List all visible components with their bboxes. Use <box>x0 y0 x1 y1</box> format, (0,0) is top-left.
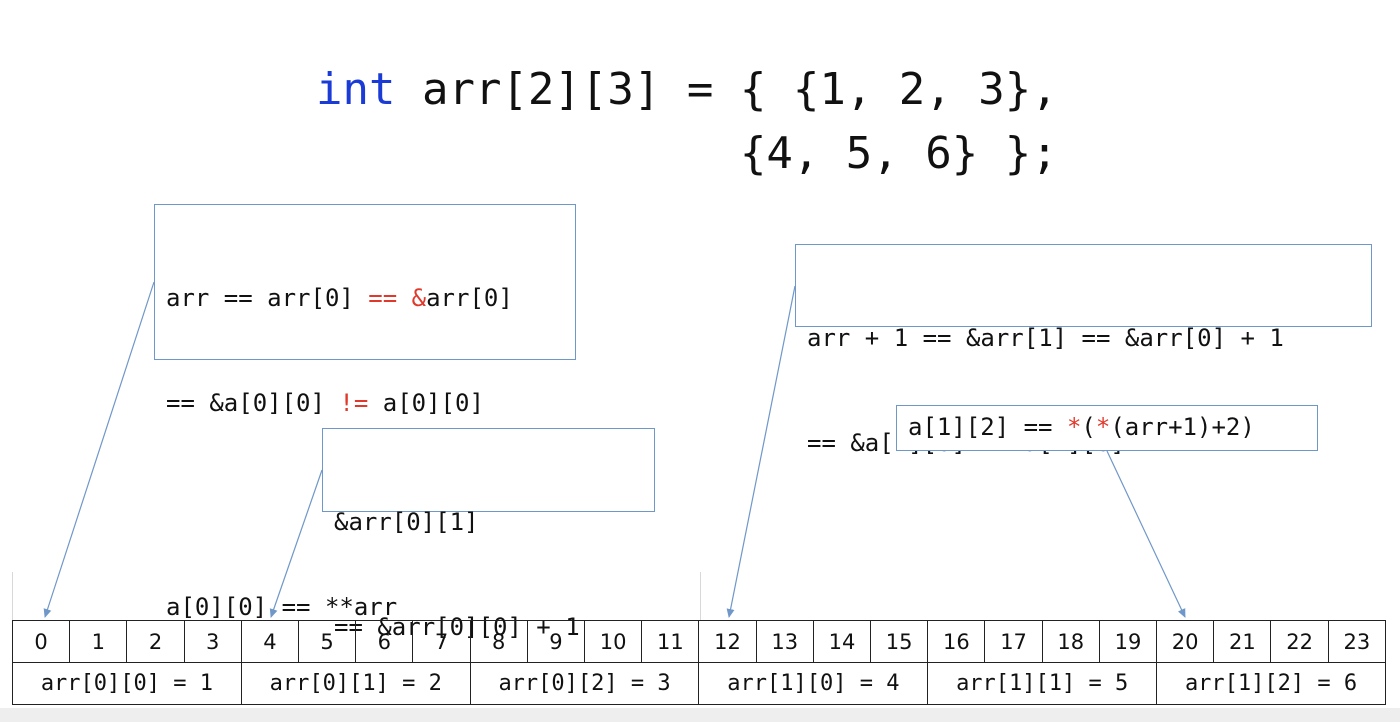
arrow-box2-to-4 <box>269 469 323 618</box>
element-cell: arr[0][2] = 3 <box>469 662 700 705</box>
arrow-box4-to-20 <box>1106 450 1186 618</box>
box1-line-1-a: arr == arr[0] <box>166 284 369 312</box>
box2-line-1: &arr[0][1] <box>334 508 479 536</box>
element-cell: arr[0][0] = 1 <box>12 662 242 705</box>
address-cell: 21 <box>1213 620 1272 663</box>
bottom-bar <box>0 708 1400 722</box>
arr-equivalence-box: arr == arr[0] == &arr[0] == &a[0][0] != … <box>154 204 576 621</box>
address-cell: 22 <box>1270 620 1329 663</box>
address-cell: 10 <box>584 620 643 663</box>
declaration-line-2: {4, 5, 6} }; <box>739 128 1058 179</box>
element-cell: arr[1][0] = 4 <box>698 662 929 705</box>
box4-part-e: (arr+1)+2) <box>1110 413 1255 441</box>
address-cell: 20 <box>1156 620 1215 663</box>
address-cell: 9 <box>526 620 586 663</box>
address-cell: 18 <box>1041 620 1100 663</box>
address-cell: 5 <box>298 620 357 663</box>
address-cell: 8 <box>469 620 528 663</box>
address-cell: 12 <box>698 620 757 663</box>
address-cell: 15 <box>870 620 929 663</box>
address-cell: 6 <box>355 620 414 663</box>
address-cell: 7 <box>412 620 471 663</box>
middle-separator <box>700 572 701 620</box>
address-cell: 4 <box>240 620 300 663</box>
address-cell: 17 <box>984 620 1043 663</box>
address-cell: 19 <box>1098 620 1158 663</box>
address-cell: 13 <box>755 620 814 663</box>
box1-line-1-c: arr[0] <box>426 284 513 312</box>
box1-line-2-c: a[0][0] <box>368 389 484 417</box>
box4-part-a: a[1][2] == <box>908 413 1067 441</box>
element-cell: arr[1][2] = 6 <box>1156 662 1386 705</box>
box4-star-2: * <box>1095 413 1111 441</box>
element-cell: arr[1][1] = 5 <box>927 662 1158 705</box>
left-separator <box>12 572 13 620</box>
dereference-box: a[1][2] == *(*(arr+1)+2) <box>896 405 1318 451</box>
address-cell: 11 <box>641 620 700 663</box>
arrow-box3-to-12 <box>726 285 796 618</box>
address-cell: 3 <box>183 620 242 663</box>
address-cell: 16 <box>927 620 986 663</box>
box4-paren: ( <box>1081 413 1096 441</box>
box1-line-3: a[0][0] == **arr <box>166 593 398 621</box>
address-cell: 23 <box>1327 620 1387 663</box>
box1-line-2-red: != <box>339 389 369 417</box>
address-cell: 2 <box>126 620 185 663</box>
arrow-box1-to-0 <box>43 281 155 618</box>
int-keyword: int <box>316 64 396 115</box>
element-cell: arr[0][1] = 2 <box>240 662 471 705</box>
address-cell: 14 <box>812 620 872 663</box>
address-cell: 1 <box>69 620 128 663</box>
box1-line-2: == &a[0][0] != a[0][0] <box>166 386 564 421</box>
box1-line-2-a: == &a[0][0] <box>166 389 340 417</box>
box1-line-1-red: == & <box>368 284 427 312</box>
box4-star-1: * <box>1066 413 1082 441</box>
address-cell: 0 <box>11 620 71 663</box>
box1-line-1: arr == arr[0] == &arr[0] <box>166 281 564 316</box>
box3-line-1: arr + 1 == &arr[1] == &arr[0] + 1 <box>807 324 1284 352</box>
array-declaration: int arr[2][3] = { {1, 2, 3}, {4, 5, 6} }… <box>316 58 1058 186</box>
declaration-line-1: arr[2][3] = { {1, 2, 3}, <box>395 64 1058 115</box>
